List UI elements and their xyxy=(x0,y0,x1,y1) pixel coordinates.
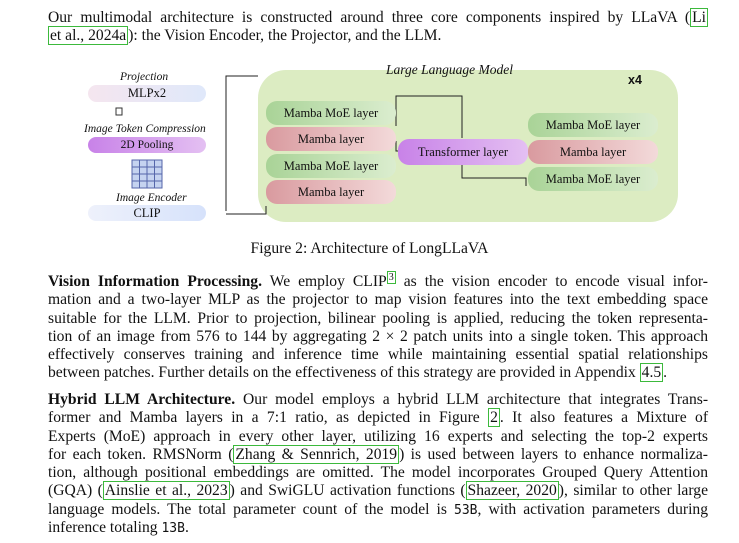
llm-title: Large Language Model xyxy=(386,62,513,77)
vision-line-4: tion of an image from 576 to 144 by aggr… xyxy=(48,327,708,345)
pooling-box: 2D Pooling xyxy=(88,137,206,153)
citation-shazeer-2020[interactable]: Shazeer, 2020 xyxy=(465,481,559,501)
right-mamba-layer: Mamba layer xyxy=(528,140,658,164)
hybrid-heading: Hybrid LLM Architecture. xyxy=(48,391,236,408)
footnote-3-link[interactable]: 3 xyxy=(386,271,396,284)
hybrid-line-8: inference totaling 13B. xyxy=(48,519,189,537)
intro-line-1: Our multimodal architecture is construct… xyxy=(48,8,708,27)
appendix-4-5-link[interactable]: 4.5 xyxy=(639,363,664,383)
intro-paragraph: Our multimodal architecture is construct… xyxy=(48,8,708,46)
vision-line-2: mation and a two-layer MLP as the projec… xyxy=(48,291,708,309)
vision-heading: Vision Information Processing. xyxy=(48,273,262,290)
right-mamba-moe-layer-1: Mamba MoE layer xyxy=(528,113,658,137)
vision-line-3: suitable for the LLM. Prior to projectio… xyxy=(48,309,708,327)
vision-line-5: effectively conserves training and infer… xyxy=(48,346,708,364)
compression-label: Image Token Compression xyxy=(84,123,206,135)
architecture-figure: Projection MLPx2 Image Token Compression… xyxy=(80,56,680,226)
hybrid-paragraph: Hybrid LLM Architecture. Our model emplo… xyxy=(48,391,708,537)
connector-top xyxy=(395,95,463,138)
mlp-box: MLPx2 xyxy=(88,85,206,102)
total-params: 53B xyxy=(454,502,478,518)
figure-2-link[interactable]: 2 xyxy=(488,408,500,428)
token-square-icon xyxy=(115,107,123,116)
active-params: 13B xyxy=(161,521,185,537)
citation-ainslie-2023[interactable]: Ainslie et al., 2023 xyxy=(102,481,230,501)
left-mamba-moe-layer-2: Mamba MoE layer xyxy=(266,154,396,178)
left-mamba-layer-1: Mamba layer xyxy=(266,127,396,151)
hybrid-line-2: former and Mamba layers in a 7:1 ratio, … xyxy=(48,408,709,428)
projection-label: Projection xyxy=(120,71,169,83)
transformer-layer: Transformer layer xyxy=(398,139,528,165)
citation-li-2024a-part2[interactable]: et al., 2024a xyxy=(48,26,129,46)
hybrid-line-5: tion, although positional embeddings are… xyxy=(48,464,708,482)
hybrid-line-3: Experts (MoE) approach in every other la… xyxy=(48,427,708,445)
vision-line-1: Vision Information Processing. We employ… xyxy=(48,271,708,290)
left-mamba-layer-2: Mamba layer xyxy=(266,180,396,204)
intro-line-2: et al., 2024a): the Vision Encoder, the … xyxy=(48,26,442,46)
vision-line-6: between patches. Further details on the … xyxy=(48,363,668,383)
hybrid-line-1: Hybrid LLM Architecture. Our model emplo… xyxy=(48,391,709,408)
left-mamba-moe-layer-1: Mamba MoE layer xyxy=(266,101,396,125)
citation-li-2024a-part1[interactable]: Li xyxy=(690,8,708,27)
connector-encoder-llm xyxy=(225,75,258,211)
figure-caption: Figure 2: Architecture of LongLLaVA xyxy=(250,240,489,257)
right-mamba-moe-layer-2: Mamba MoE layer xyxy=(528,167,658,191)
encoder-label: Image Encoder xyxy=(116,192,187,204)
connector-right xyxy=(461,164,527,186)
hybrid-line-7: language models. The total parameter cou… xyxy=(48,500,708,518)
hybrid-line-6: (GQA) (Ainslie et al., 2023) and SwiGLU … xyxy=(48,481,708,501)
hybrid-line-4: for each token. RMSNorm (Zhang & Sennric… xyxy=(48,444,708,464)
connector-bottom xyxy=(226,206,267,215)
repeat-count: x4 xyxy=(628,73,642,87)
clip-box: CLIP xyxy=(88,205,206,221)
patch-grid-icon xyxy=(131,159,163,189)
vision-paragraph: Vision Information Processing. We employ… xyxy=(48,271,708,383)
citation-zhang-sennrich-2019[interactable]: Zhang & Sennrich, 2019 xyxy=(233,444,400,464)
